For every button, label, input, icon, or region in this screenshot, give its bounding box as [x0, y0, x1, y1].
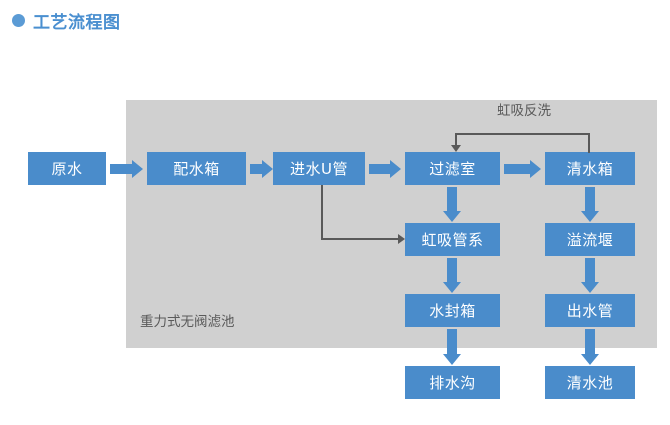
arrow-head-icon [390, 160, 401, 178]
arrow-shaft [447, 258, 457, 282]
blue-dot-icon [12, 14, 25, 27]
arrow-head-icon [262, 160, 273, 178]
arrow-shaft [447, 187, 457, 211]
arrow-shaft [585, 187, 595, 211]
arrow-head-icon [443, 282, 461, 293]
siphon-backwash-label: 虹吸反洗 [497, 103, 551, 119]
node-inlet-u-pipe[interactable]: 进水U管 [273, 152, 365, 185]
arrow-head-icon [581, 211, 599, 222]
node-label: 出水管 [566, 302, 614, 320]
node-label: 原水 [51, 160, 83, 178]
arrow-shaft [250, 164, 262, 174]
arrow-siphon-piping-to-water-seal-box [443, 258, 461, 293]
arrow-shaft [369, 164, 390, 174]
arrow-shaft [585, 329, 595, 354]
arrow-head-icon [443, 354, 461, 365]
connector-siphon-backwash-segment-up [588, 133, 590, 153]
node-label: 排水沟 [429, 374, 476, 392]
node-water-seal-box[interactable]: 水封箱 [405, 294, 500, 327]
node-overflow-weir[interactable]: 溢流堰 [545, 223, 635, 256]
node-filter-chamber[interactable]: 过滤室 [405, 152, 500, 185]
connector-inlet-to-siphon-segment-down [321, 185, 323, 239]
arrow-head-icon [443, 211, 461, 222]
node-clear-water-pool[interactable]: 清水池 [545, 366, 635, 399]
arrow-raw-water-to-distribution-tank [110, 160, 143, 178]
node-drainage-ditch[interactable]: 排水沟 [405, 366, 500, 399]
arrow-shaft [585, 258, 595, 282]
arrow-inlet-u-pipe-to-filter-chamber [369, 160, 401, 178]
connector-arrow-head-icon [398, 234, 405, 244]
arrow-filter-chamber-to-siphon-piping [443, 187, 461, 222]
arrow-head-icon [581, 282, 599, 293]
page-title-text: 工艺流程图 [33, 13, 121, 33]
connector-inlet-to-siphon-segment-right [321, 238, 399, 240]
node-label: 配水箱 [173, 160, 220, 178]
node-label: 进水U管 [290, 160, 348, 178]
arrow-shaft [110, 164, 132, 174]
node-raw-water[interactable]: 原水 [28, 152, 106, 185]
arrow-head-icon [581, 354, 599, 365]
node-label: 清水池 [566, 374, 614, 392]
page-title: 工艺流程图 [12, 8, 121, 33]
arrow-head-icon [530, 160, 541, 178]
connector-siphon-backwash-segment-left [455, 133, 589, 135]
arrow-clear-water-tank-to-overflow-weir [581, 187, 599, 222]
arrow-filter-chamber-to-clear-water-tank [504, 160, 541, 178]
arrow-distribution-tank-to-inlet-u-pipe [250, 160, 273, 178]
node-label: 虹吸管系 [421, 231, 484, 249]
node-distribution-tank[interactable]: 配水箱 [147, 152, 246, 185]
node-label: 水封箱 [429, 302, 476, 320]
arrow-shaft [504, 164, 530, 174]
node-label: 过滤室 [429, 160, 476, 178]
connector-siphon-backwash-segment-down [455, 133, 457, 146]
node-outlet-pipe[interactable]: 出水管 [545, 294, 635, 327]
arrow-water-seal-box-to-drainage-ditch [443, 329, 461, 365]
node-label: 溢流堰 [566, 231, 614, 249]
connector-arrow-head-icon [451, 145, 461, 152]
node-clear-water-tank[interactable]: 清水箱 [545, 152, 635, 185]
group-label: 重力式无阀滤池 [140, 314, 235, 330]
arrow-overflow-weir-to-outlet-pipe [581, 258, 599, 293]
node-label: 清水箱 [566, 160, 614, 178]
arrow-head-icon [132, 160, 143, 178]
arrow-outlet-pipe-to-clear-water-pool [581, 329, 599, 365]
arrow-shaft [447, 329, 457, 354]
node-siphon-piping[interactable]: 虹吸管系 [405, 223, 500, 256]
